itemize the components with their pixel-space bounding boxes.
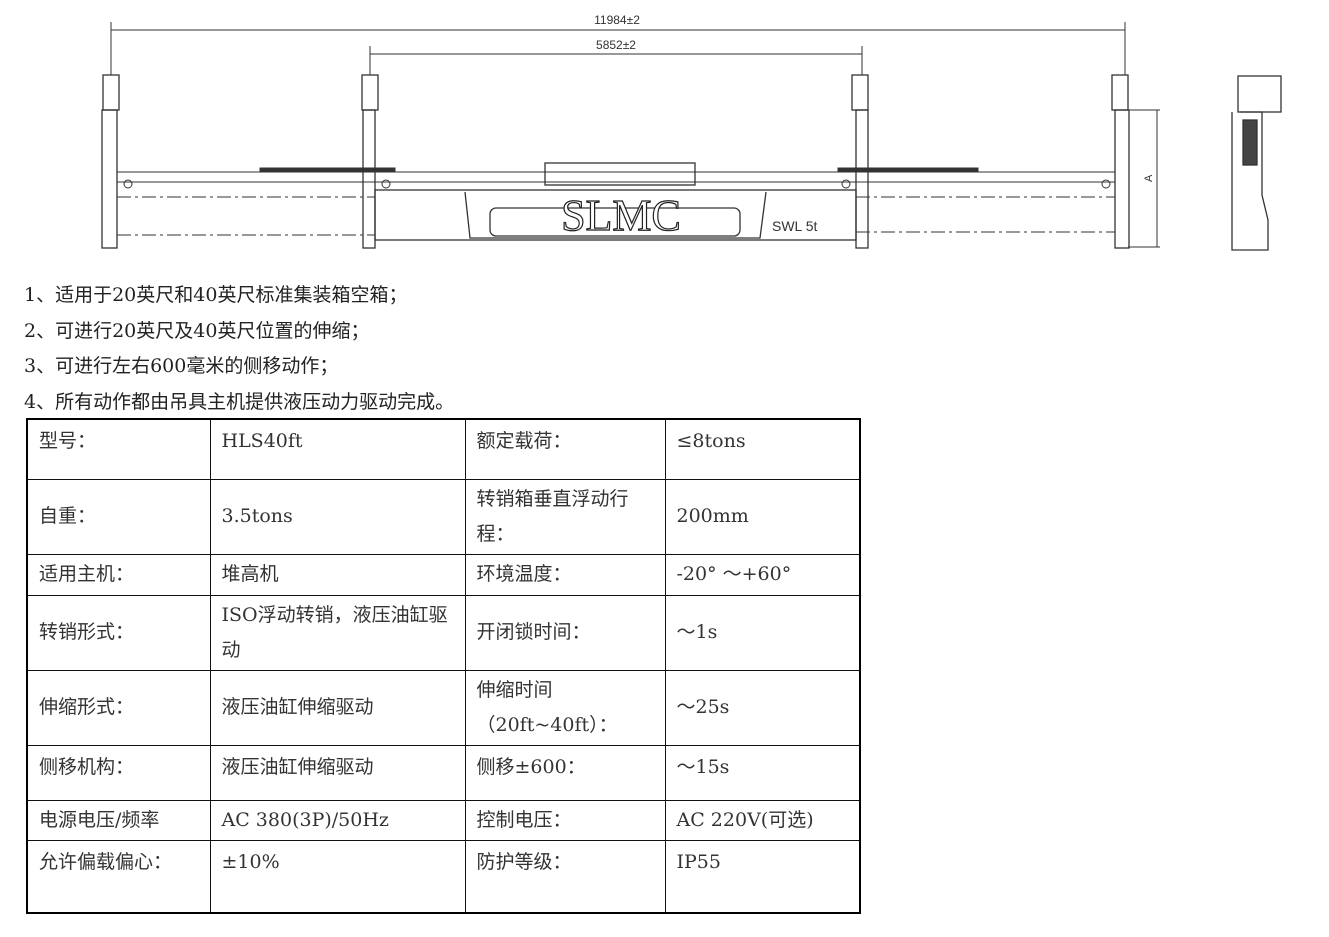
twistlock-legs (101, 74, 1130, 249)
spec-label: 开闭锁时间： (464, 594, 666, 671)
spec-value: ～25s (664, 669, 861, 746)
side-view (1231, 75, 1282, 251)
spec-label: 自重： (26, 478, 211, 555)
spec-value: ≤8tons (664, 418, 861, 480)
note-item: 4、所有动作都由吊具主机提供液压动力驱动完成。 (24, 390, 455, 413)
spec-value: ±10% (209, 839, 466, 914)
spec-label: 伸缩形式： (26, 669, 211, 746)
spec-label: 适用主机： (26, 553, 211, 596)
dimension-height-label: A (1143, 174, 1155, 182)
note-item: 1、适用于20英尺和40英尺标准集装箱空箱； (24, 284, 408, 306)
spec-value: 200mm (664, 478, 861, 555)
table-row: 适用主机： 堆高机 环境温度： -20° ～+60° (26, 553, 861, 596)
table-row: 允许偏载偏心： ±10% 防护等级： IP55 (26, 839, 861, 914)
spec-label: 允许偏载偏心： (26, 839, 211, 914)
spec-label: 侧移机构： (26, 744, 211, 801)
main-frame: SLMC SWL 5t (374, 162, 857, 241)
spec-label: 伸缩时间（20ft~40ft）： (464, 669, 666, 746)
spec-value: AC 380(3P)/50Hz (209, 799, 466, 841)
brand-logo: SLMC (561, 191, 681, 240)
dimension-inner-label: 5852±2 (596, 38, 636, 52)
spec-value: 液压油缸伸缩驱动 (209, 669, 466, 746)
spec-table: 型号： HLS40ft 额定载荷： ≤8tons 自重： 3.5tons 转销箱… (26, 418, 861, 914)
table-row: 侧移机构： 液压油缸伸缩驱动 侧移±600： ～15s (26, 744, 861, 801)
telescopic-beams (117, 167, 1115, 236)
dimension-inner: 5852±2 (369, 38, 863, 75)
spec-value: -20° ～+60° (664, 553, 861, 596)
dimension-height: A (1128, 109, 1160, 248)
spec-value: AC 220V(可选) (664, 799, 861, 841)
dimension-overall: 11984±2 (110, 13, 1126, 75)
spreader-technical-drawing: 11984±2 5852±2 SLMC SWL 5t A (101, 13, 1282, 251)
spec-value: IP55 (664, 839, 861, 914)
spec-value: ～1s (664, 594, 861, 671)
spec-value: 3.5tons (209, 478, 466, 555)
dimension-overall-label: 11984±2 (594, 13, 640, 27)
spec-label: 防护等级： (464, 839, 666, 914)
spec-label: 型号： (26, 418, 211, 480)
table-row: 自重： 3.5tons 转销箱垂直浮动行程： 200mm (26, 478, 861, 555)
swl-label: SWL 5t (772, 218, 817, 234)
spec-label: 控制电压： (464, 799, 666, 841)
spec-label: 侧移±600： (464, 744, 666, 801)
spec-value: 堆高机 (209, 553, 466, 596)
note-item: 2、可进行20英尺及40英尺位置的伸缩； (24, 319, 370, 342)
table-row: 型号： HLS40ft 额定载荷： ≤8tons (26, 418, 861, 480)
spec-label: 环境温度： (464, 553, 666, 596)
table-row: 转销形式： ISO浮动转销，液压油缸驱动 开闭锁时间： ～1s (26, 594, 861, 671)
spec-label: 额定载荷： (464, 418, 666, 480)
feature-notes: 1、适用于20英尺和40英尺标准集装箱空箱； 2、可进行20英尺及40英尺位置的… (24, 278, 454, 420)
spec-value: ～15s (664, 744, 861, 801)
note-item: 3、可进行左右600毫米的侧移动作； (24, 355, 339, 377)
spec-value: HLS40ft (209, 418, 466, 480)
spec-label: 转销箱垂直浮动行程： (464, 478, 666, 555)
table-row: 电源电压/频率 AC 380(3P)/50Hz 控制电压： AC 220V(可选… (26, 799, 861, 841)
spec-label: 转销形式： (26, 594, 211, 671)
table-row: 伸缩形式： 液压油缸伸缩驱动 伸缩时间（20ft~40ft）： ～25s (26, 669, 861, 746)
spec-value: 液压油缸伸缩驱动 (209, 744, 466, 801)
spec-label: 电源电压/频率 (26, 799, 211, 841)
spec-value: ISO浮动转销，液压油缸驱动 (209, 594, 466, 671)
